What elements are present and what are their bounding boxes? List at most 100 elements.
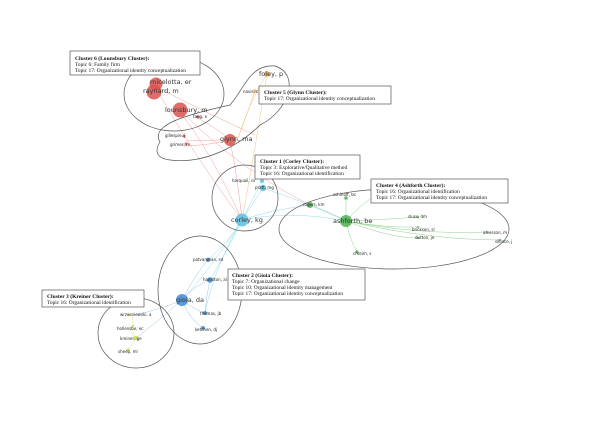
node-label: lounsbury, m — [165, 106, 208, 114]
node-lounsbury: lounsbury, m — [165, 102, 208, 118]
node-marker — [131, 324, 135, 328]
node-marker — [196, 115, 200, 119]
node-marker — [417, 226, 419, 228]
cluster3-box — [41, 289, 145, 308]
cluster1-outline — [211, 164, 279, 232]
node-label: gillespie, j — [165, 133, 185, 138]
node-sluss: sluss, dm — [408, 214, 427, 219]
node-label: thomas, jb — [200, 311, 222, 316]
node-label: micelotta, er — [150, 78, 192, 86]
node-marker — [134, 336, 138, 340]
cluster2-topic-line: Topic 7: Organizational change — [232, 279, 300, 285]
node-label: hollensbe, ec — [117, 326, 144, 331]
node-navis: navis, c — [243, 89, 258, 94]
cluster6-annotation: Cluster 6 (Lounsbury Cluster): Topic 6: … — [69, 50, 201, 76]
node-glynn: glynn, ma — [220, 134, 252, 146]
node-label: harquail, cv — [232, 178, 256, 183]
node-marker — [127, 313, 131, 317]
edges-yellow — [127, 314, 137, 351]
node-label: patvardhan, sd — [193, 257, 224, 262]
node-red-small2: gillespie, j — [165, 133, 186, 138]
node-label: tang, x — [193, 114, 208, 119]
cluster1-topic-line: Topic 3: Explorative/Qualitative method — [260, 165, 348, 171]
node-marker — [126, 348, 130, 352]
node-label: brickson, sl — [412, 227, 435, 232]
cluster2-topic-line: Topic 17: Organizational identity concep… — [232, 291, 343, 297]
node-label: rogers, km — [303, 202, 325, 207]
node-schinoff: schinoff, bs — [333, 192, 356, 200]
node-label: sheep, ml — [118, 349, 138, 354]
node-label: alvesson, m — [483, 230, 507, 235]
node-marker — [260, 179, 264, 183]
node-label: hamilton, al — [203, 277, 227, 282]
node-ketchen: ketchen, dj — [195, 326, 217, 332]
cluster3-annotation: Cluster 3 (Kreiner Cluster): Topic 16: O… — [41, 289, 145, 308]
node-hollensbe: hollensbe, ec — [117, 324, 144, 331]
node-marker — [224, 134, 236, 146]
node-label: dutton, je — [415, 235, 435, 240]
cluster4-annotation: Cluster 4 (Ashforth Cluster): Topic 16: … — [370, 178, 509, 204]
node-label: corley, kg — [231, 216, 263, 224]
cluster6-topic-line: Topic 17: Organizational identity concep… — [75, 68, 186, 74]
node-yellow-small: wrzesniewski, a — [120, 312, 152, 317]
node-sillince: sillince, j — [495, 239, 512, 244]
cluster4-title: Cluster 4 (Ashforth Cluster): — [376, 182, 445, 189]
node-brickson: brickson, sl — [412, 226, 435, 232]
node-marker — [253, 89, 257, 93]
node-corley: corley, kg — [231, 213, 263, 227]
node-marker — [417, 216, 419, 218]
node-marker — [184, 142, 188, 146]
node-ashforth: ashforth, be — [333, 215, 372, 227]
node-hamilton: hamilton, al — [203, 277, 227, 283]
node-marker — [264, 71, 270, 77]
cluster3-topic-line: Topic 16: Organizational identification — [47, 299, 131, 306]
node-label: glynn, ma — [220, 135, 252, 143]
edges-red — [154, 85, 311, 221]
node-label: schinoff, bs — [333, 192, 356, 197]
node-label: ketchen, dj — [195, 327, 217, 332]
node-red-small1: tang, x — [193, 114, 208, 119]
cluster5-box — [258, 85, 392, 105]
node-marker — [206, 258, 210, 262]
node-marker — [340, 215, 352, 227]
node-label: sluss, dm — [408, 214, 427, 219]
node-rogers: rogers, km — [303, 202, 325, 208]
node-label: sillince, j — [495, 239, 512, 244]
node-chreim: chreim, s — [353, 250, 371, 256]
node-label: grimes, m — [170, 142, 190, 147]
node-label: foley, p — [259, 70, 283, 78]
cluster6-box — [69, 50, 201, 76]
cluster2-title: Cluster 2 (Gioia Cluster): — [232, 272, 293, 279]
node-marker — [176, 294, 188, 306]
node-marker — [182, 134, 186, 138]
node-harquail: harquail, cv — [232, 178, 264, 183]
cluster5-topic-line: Topic 17: Organizational identity concep… — [264, 96, 375, 102]
node-sheep: sheep, ml — [118, 348, 138, 354]
cluster6-title: Cluster 6 (Lounsbury Cluster): — [75, 55, 149, 62]
node-patvardhan: patvardhan, sd — [193, 257, 224, 262]
node-label: chreim, s — [353, 251, 371, 256]
cluster1-topic-line: Topic 16: Organizational identification — [260, 170, 344, 177]
node-marker — [259, 184, 267, 192]
node-marker — [201, 326, 205, 330]
node-alvesson: alvesson, m — [483, 230, 507, 235]
cluster3-outline — [97, 297, 175, 369]
node-pratt: pratt, mg — [255, 184, 274, 192]
node-kreiner: kreiner, ge — [120, 336, 142, 341]
node-marker — [307, 202, 313, 208]
cluster6-topic-line: Topic 6: Family firm — [75, 61, 121, 68]
node-label: ashforth, be — [333, 217, 372, 225]
cluster4-topic-line: Topic 17: Organizational identity concep… — [376, 195, 487, 201]
node-gioia: gioia, da — [176, 294, 204, 306]
node-marker — [172, 102, 188, 118]
node-label: kreiner, ge — [120, 336, 142, 341]
cluster1-title: Cluster 1 (Corley Cluster): — [260, 158, 324, 165]
node-marker — [203, 311, 207, 315]
node-marker — [417, 237, 419, 239]
node-marker — [486, 231, 488, 233]
node-marker — [355, 250, 359, 254]
node-foley: foley, p — [259, 70, 283, 78]
cluster4-box — [370, 178, 509, 204]
cluster1-box — [254, 154, 361, 180]
